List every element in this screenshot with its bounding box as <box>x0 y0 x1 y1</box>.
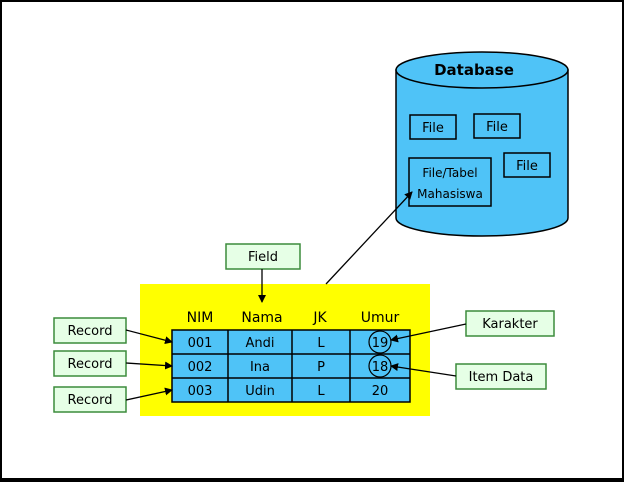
record-labels: Record Record Record <box>53 317 127 413</box>
karakter-label: Karakter <box>465 310 555 337</box>
data-table: 001 Andi L 19 002 Ina P 18 003 Udin L 20 <box>171 329 411 403</box>
database-cylinder: Database File File File File/Tabel Mahas… <box>395 51 569 237</box>
header-nama: Nama <box>241 310 282 326</box>
table-cell: L <box>317 336 325 351</box>
record-label-text: Record <box>68 393 113 408</box>
table-cell: 002 <box>188 360 213 375</box>
item-data-arrow <box>390 363 457 377</box>
table-cell: Andi <box>246 336 275 351</box>
table-cell: P <box>317 360 325 375</box>
header-umur: Umur <box>361 310 400 326</box>
file-box-2 <box>473 113 521 139</box>
record-label-text: Record <box>68 324 113 339</box>
record-arrow <box>125 361 173 370</box>
file-box-3 <box>503 152 551 178</box>
file-label-2: File <box>486 120 508 135</box>
table-headers: NIM Nama JK Umur <box>187 310 400 326</box>
karakter-arrow <box>390 323 467 343</box>
table-cell: Udin <box>245 384 275 399</box>
table-cell: 19 <box>372 336 389 351</box>
database-title: Database <box>434 61 514 79</box>
table-file-box <box>408 157 492 207</box>
table-cell: Ina <box>250 360 270 375</box>
table-file-line2: Mahasiswa <box>417 187 483 201</box>
file-label-1: File <box>422 121 444 136</box>
item-data-label-text: Item Data <box>469 370 534 385</box>
table-cell: 20 <box>372 384 389 399</box>
table-cell: 18 <box>372 360 389 375</box>
field-label-box <box>225 243 301 270</box>
record-label-text: Record <box>68 357 113 372</box>
file-label-3: File <box>516 159 538 174</box>
karakter-label-box <box>465 310 555 337</box>
item-data-label: Item Data <box>455 363 547 390</box>
table-cell: 003 <box>188 384 213 399</box>
table-cell: 001 <box>188 336 213 351</box>
field-label-text: Field <box>248 250 278 265</box>
header-nim: NIM <box>187 310 214 326</box>
record-arrow <box>125 387 173 401</box>
header-jk: JK <box>312 310 327 326</box>
table-to-database-arrow <box>325 191 413 285</box>
record-label-box <box>53 317 127 344</box>
karakter-label-text: Karakter <box>482 317 538 332</box>
item-data-label-box <box>455 363 547 390</box>
record-arrow <box>125 329 173 345</box>
field-label: Field <box>225 243 301 270</box>
file-box-1 <box>409 114 457 140</box>
table-body <box>171 329 411 403</box>
table-cell: L <box>317 384 325 399</box>
cylinder-top <box>395 51 569 89</box>
table-file-line1: File/Tabel <box>422 166 477 180</box>
